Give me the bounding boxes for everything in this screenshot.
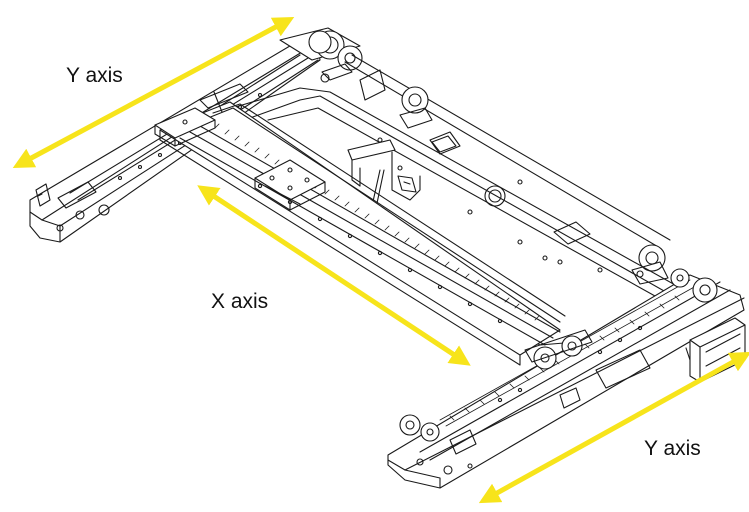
y-axis-arrow-top xyxy=(12,17,295,168)
drive-shaft xyxy=(344,54,671,285)
x-axis-rail xyxy=(159,101,566,366)
x-axis-arrow xyxy=(197,185,471,366)
x-axis-label: X axis xyxy=(211,290,269,313)
motion-arrows xyxy=(12,17,749,504)
y-axis-label-bottom: Y axis xyxy=(644,437,701,460)
y-axis-arrow-bottom xyxy=(478,351,749,504)
top-rail-assembly xyxy=(279,27,386,101)
y-axis-label-top: Y axis xyxy=(66,64,123,87)
